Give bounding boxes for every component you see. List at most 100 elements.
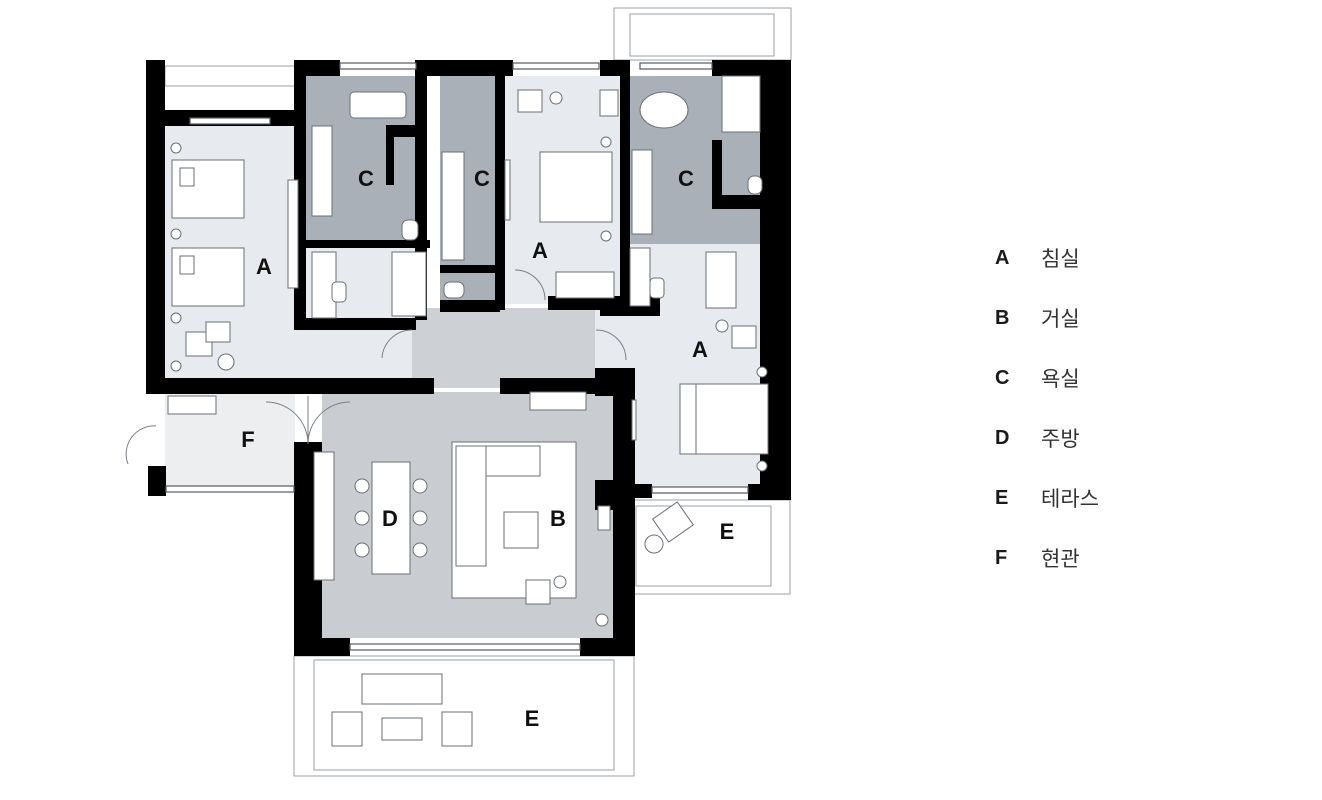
closet	[705, 251, 737, 309]
window	[639, 62, 713, 70]
wall	[495, 60, 505, 310]
wall	[386, 125, 394, 185]
desk	[629, 247, 651, 307]
balcony-top-left	[164, 65, 296, 87]
legend-letter: E	[995, 486, 1009, 509]
room-label-terrace-right: E	[720, 519, 735, 544]
wall	[712, 60, 762, 76]
shower	[721, 75, 761, 133]
wall	[415, 60, 513, 76]
furniture	[167, 75, 769, 747]
room-label-bath-left: C	[358, 166, 374, 191]
terrace-bottom-outline	[293, 655, 635, 777]
terrace-top-right-inner	[629, 13, 775, 57]
wardrobe	[287, 179, 299, 289]
plant	[595, 613, 609, 627]
nightstand	[600, 136, 612, 148]
dining-table	[371, 461, 411, 575]
wall	[148, 466, 166, 496]
wall	[146, 378, 434, 394]
plant	[170, 360, 182, 372]
terrace-daybed	[361, 673, 443, 705]
side-table	[549, 91, 563, 105]
dining-chair	[354, 510, 370, 526]
room-label-bath-right: C	[678, 166, 694, 191]
legend-item: C 욕실	[995, 348, 1099, 408]
legend-letter: C	[995, 366, 1010, 389]
legend-item: F 현관	[995, 528, 1099, 588]
chair	[649, 277, 665, 299]
room-label-bath-center: C	[474, 166, 490, 191]
tv	[504, 159, 511, 221]
nightstand	[170, 312, 182, 324]
terrace-right-inner	[635, 505, 772, 587]
doors	[125, 269, 627, 465]
window	[512, 62, 600, 70]
floor-plan: A C C A C A F D B E E	[125, 7, 792, 777]
wall	[500, 378, 595, 394]
door-swing	[381, 329, 413, 359]
armchair	[517, 89, 543, 113]
legend-letter: A	[995, 246, 1010, 269]
room-label-living: B	[550, 506, 566, 531]
door-swing	[514, 269, 546, 301]
sofa-arm	[485, 445, 541, 477]
room-label-kitchen: D	[382, 506, 398, 531]
side-table	[217, 353, 235, 371]
legend-letter: D	[995, 426, 1010, 449]
legend-label: 욕실	[1041, 367, 1080, 391]
terrace-bottom-inner	[313, 659, 615, 771]
tv	[631, 399, 637, 441]
wall	[595, 480, 635, 510]
wall	[712, 195, 762, 209]
door-swing	[595, 329, 627, 361]
wall	[300, 240, 430, 248]
nightstand	[756, 460, 768, 472]
wall	[146, 60, 165, 380]
dining-chair	[412, 510, 428, 526]
legend-item: B 거실	[995, 288, 1099, 348]
window	[189, 117, 271, 125]
chair	[331, 281, 347, 303]
door-swing	[265, 401, 309, 445]
hall-floor	[412, 308, 595, 388]
room-labels: A C C A C A F D B E E	[241, 166, 734, 731]
window	[349, 643, 581, 651]
toilet	[443, 281, 465, 299]
legend-label: 침실	[1041, 247, 1080, 271]
room-label-entry: F	[241, 427, 254, 452]
window	[339, 62, 417, 70]
vanity	[631, 149, 653, 235]
fireplace	[597, 505, 611, 531]
door-swing	[307, 401, 351, 445]
sofa	[455, 445, 487, 567]
legend: A 침실 B 거실 C 욕실 D 주방 E 테라스 F 현관	[995, 228, 1099, 588]
shoe-cabinet	[167, 395, 217, 415]
terrace-chair	[441, 711, 473, 747]
terrace-top-right	[613, 7, 792, 61]
legend-label: 거실	[1041, 307, 1080, 331]
side-table	[715, 319, 729, 333]
wall	[440, 265, 500, 273]
shower-bench	[441, 151, 465, 261]
wall	[294, 638, 350, 656]
window	[651, 486, 749, 494]
room-label-bedroom-left: A	[256, 254, 272, 279]
room-label-terrace-bottom: E	[525, 706, 540, 731]
pillow	[179, 167, 195, 187]
side-table	[553, 575, 567, 589]
nightstand	[600, 230, 612, 242]
terrace-table	[644, 534, 664, 554]
legend-label: 현관	[1041, 547, 1080, 571]
headboard	[679, 383, 697, 455]
terrace-chair	[331, 711, 363, 747]
door-swing	[125, 425, 157, 465]
armchair	[525, 579, 551, 605]
legend-item: E 테라스	[995, 468, 1099, 528]
room-label-bedroom-right: A	[692, 337, 708, 362]
dining-chair	[412, 542, 428, 558]
dresser	[599, 89, 619, 117]
room-label-bedroom-center: A	[532, 238, 548, 263]
nightstand	[170, 228, 182, 240]
legend-letter: B	[995, 306, 1010, 329]
